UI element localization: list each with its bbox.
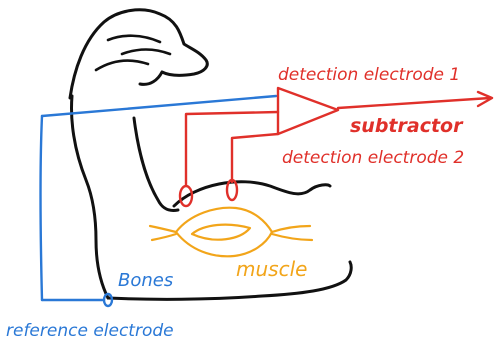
forearm-inner-outline xyxy=(134,118,178,211)
tendon-right-2 xyxy=(272,234,312,240)
forearm-left-outline xyxy=(72,96,108,298)
detection-wiring xyxy=(186,112,278,186)
reference-wire-left xyxy=(41,116,43,300)
finger-line-1 xyxy=(108,36,160,42)
label-bones: Bones xyxy=(118,270,173,291)
tendon-left-1 xyxy=(150,226,176,232)
muscle-body xyxy=(176,208,272,257)
tendon-right-1 xyxy=(272,226,310,232)
label-reference-electrode: reference electrode xyxy=(6,321,174,341)
fist-outline xyxy=(70,10,207,98)
label-detection-electrode-2: detection electrode 2 xyxy=(282,148,464,168)
finger-line-3 xyxy=(96,61,148,70)
muscle-shape xyxy=(150,208,312,257)
biceps-outline xyxy=(174,182,330,206)
finger-line-2 xyxy=(122,50,170,55)
label-subtractor: subtractor xyxy=(350,115,464,137)
label-muscle: muscle xyxy=(236,257,307,281)
tendon-left-2 xyxy=(152,234,176,240)
electrode-2-wire xyxy=(232,134,278,182)
muscle-inner-fiber xyxy=(192,225,250,240)
triangle-amplifier-icon xyxy=(278,88,338,134)
label-detection-electrode-1: detection electrode 1 xyxy=(278,65,460,85)
arrow-right-icon xyxy=(338,92,492,108)
